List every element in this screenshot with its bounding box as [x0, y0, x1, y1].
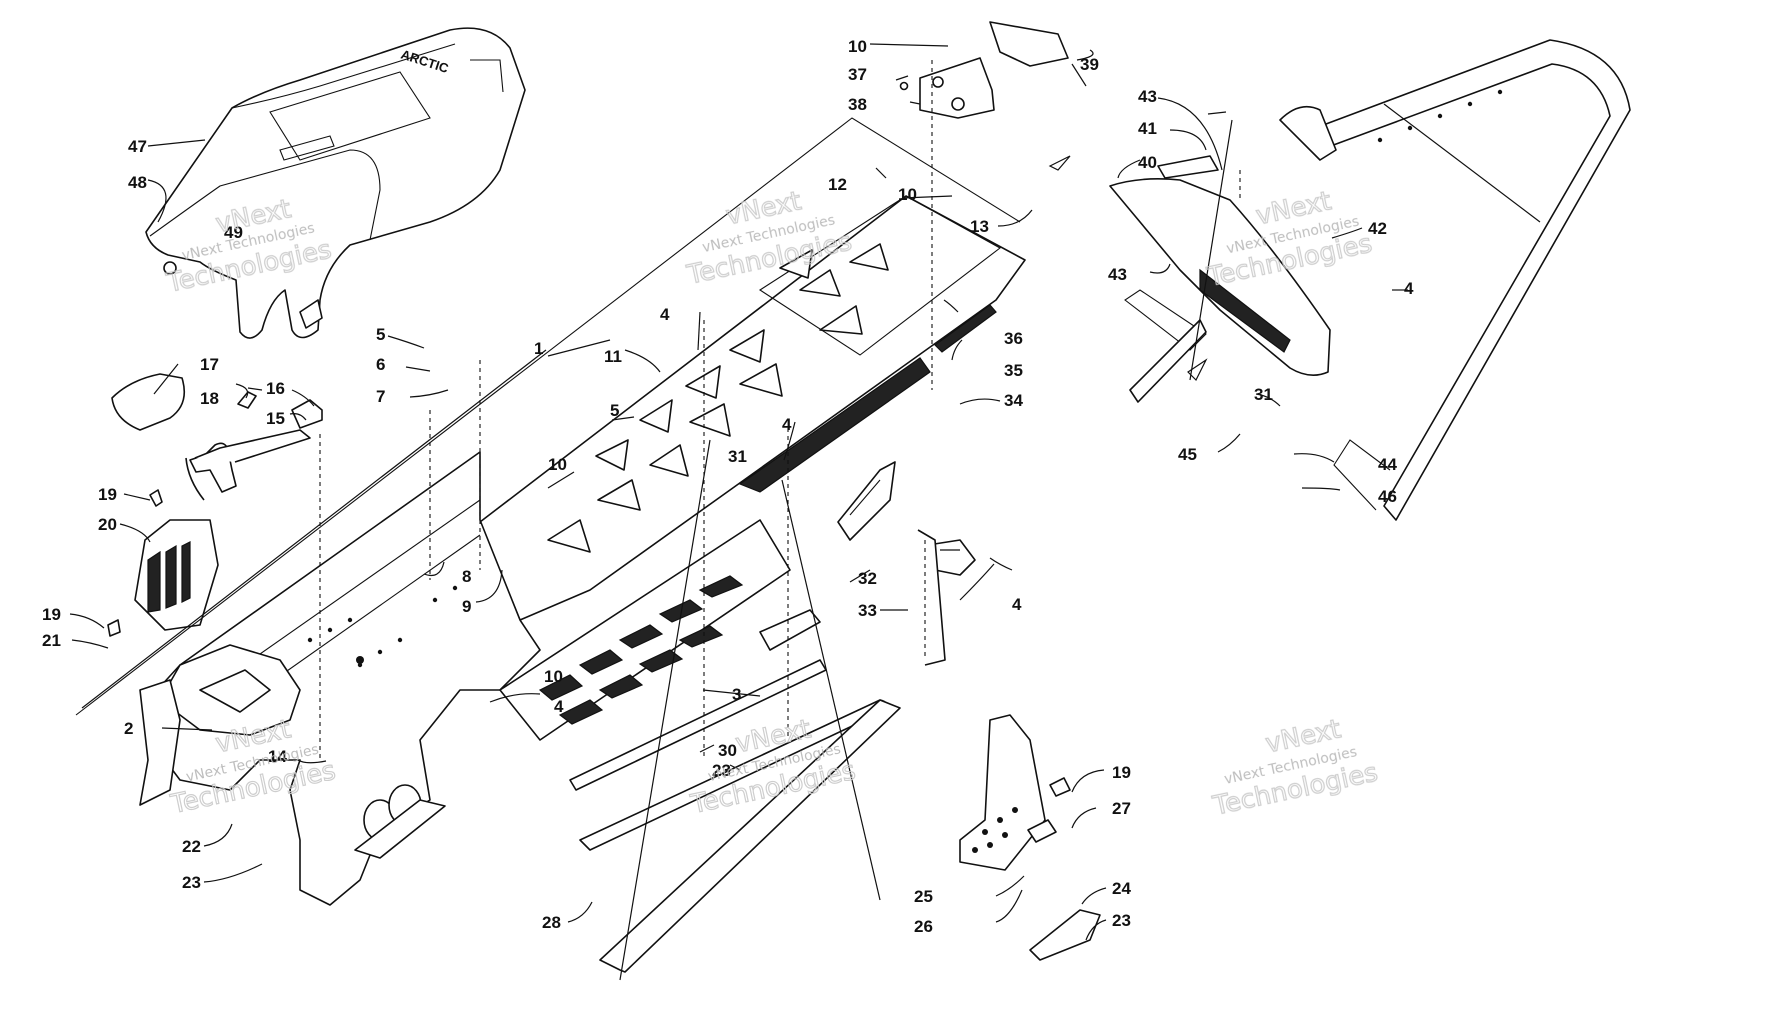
callout-44: 44 [1378, 455, 1397, 474]
callout-7: 7 [376, 387, 385, 406]
callout-42: 42 [1368, 219, 1387, 238]
callout-19-lower: 19 [42, 605, 61, 624]
callout-30: 30 [718, 741, 737, 760]
callout-17: 17 [200, 355, 219, 374]
tunnel-frame-part [75, 117, 1026, 906]
callout-10-deck: 10 [898, 185, 917, 204]
callout-12: 12 [828, 175, 847, 194]
grab-bracket-part [107, 373, 323, 637]
callout-38: 38 [848, 95, 867, 114]
callout-10-rail: 10 [544, 667, 563, 686]
seat-part: ARCTIC [145, 27, 526, 339]
callout-25: 25 [914, 887, 933, 906]
callout-27: 27 [1112, 799, 1131, 818]
callout-4-bumper: 4 [1404, 279, 1414, 298]
taillight-bracket-part [899, 21, 1069, 119]
callout-40: 40 [1138, 153, 1157, 172]
callout-31-deck: 31 [728, 447, 747, 466]
callout-2: 2 [124, 719, 133, 738]
callout-4-top: 4 [660, 305, 670, 324]
callout-19-left: 19 [98, 485, 117, 504]
callout-6: 6 [376, 355, 385, 374]
callout-46: 46 [1378, 487, 1397, 506]
callout-36: 36 [1004, 329, 1023, 348]
callout-21: 21 [42, 631, 61, 650]
callout-22: 22 [182, 837, 201, 856]
callout-5-deck: 5 [610, 401, 619, 420]
callout-43-left: 43 [1108, 265, 1127, 284]
callout-23-rail: 23 [712, 761, 731, 780]
callout-15: 15 [266, 409, 285, 428]
callout-4-rail: 4 [554, 697, 564, 716]
callout-48: 48 [128, 173, 147, 192]
callout-28: 28 [542, 913, 561, 932]
callout-labels: 47 48 49 1 2 3 4 4 4 4 4 5 5 6 7 8 9 10 … [42, 37, 1414, 936]
callout-10-left: 10 [548, 455, 567, 474]
leader-lines [69, 43, 1541, 981]
callout-9: 9 [462, 597, 471, 616]
footrest-part [959, 714, 1101, 961]
callout-23-right: 23 [1112, 911, 1131, 930]
callout-3: 3 [732, 685, 741, 704]
callout-33: 33 [858, 601, 877, 620]
callout-39: 39 [1080, 55, 1099, 74]
callout-47: 47 [128, 137, 147, 156]
snowflap-part [1109, 155, 1331, 403]
callout-31-bumper: 31 [1254, 385, 1273, 404]
callout-5-top: 5 [376, 325, 385, 344]
callout-14: 14 [268, 747, 287, 766]
callout-8: 8 [462, 567, 471, 586]
callout-4-mid: 4 [782, 415, 792, 434]
callout-35: 35 [1004, 361, 1023, 380]
callout-11: 11 [604, 347, 622, 366]
callout-41: 41 [1138, 119, 1157, 138]
callout-1: 1 [534, 339, 543, 358]
callout-23-left: 23 [182, 873, 201, 892]
callout-10-top: 10 [848, 37, 867, 56]
callout-34: 34 [1004, 391, 1023, 410]
callout-4-hitch: 4 [1012, 595, 1022, 614]
callout-37: 37 [848, 65, 867, 84]
callout-45: 45 [1178, 445, 1197, 464]
callout-16: 16 [266, 379, 285, 398]
hitch-parts [837, 461, 976, 666]
running-board-part [569, 609, 901, 973]
callout-26: 26 [914, 917, 933, 936]
callout-18: 18 [200, 389, 219, 408]
callout-49: 49 [224, 223, 243, 242]
callout-20: 20 [98, 515, 117, 534]
callout-24: 24 [1112, 879, 1131, 898]
callout-19-right: 19 [1112, 763, 1131, 782]
callout-32: 32 [858, 569, 877, 588]
callout-43-top: 43 [1138, 87, 1157, 106]
callout-13: 13 [970, 217, 989, 236]
rear-bumper-part [1279, 39, 1631, 521]
